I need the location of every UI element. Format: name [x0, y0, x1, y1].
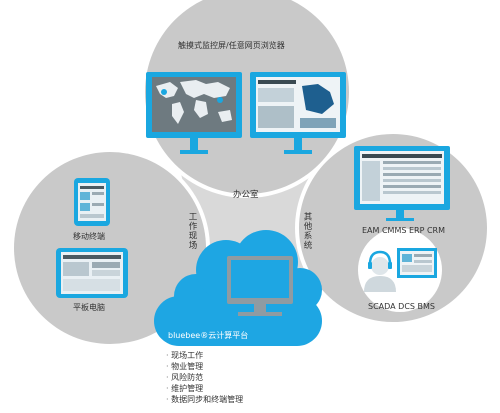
list-item: 风险防范 [166, 372, 243, 383]
phone-icon [74, 178, 110, 226]
tablet-icon [56, 248, 128, 298]
world-map-icon [156, 80, 232, 124]
monitor-icon [354, 146, 450, 221]
field-hub-label: 工作现场 [187, 212, 197, 250]
list-item: 维护管理 [166, 383, 243, 394]
monitor-icon [227, 256, 293, 316]
list-item: 数据同步和终端管理 [166, 394, 243, 405]
list-item: 现场工作 [166, 350, 243, 361]
office-hub-label: 办公室 [233, 190, 259, 200]
mobile-label: 移动终端 [73, 232, 105, 241]
tablet-label: 平板电脑 [73, 303, 105, 312]
scada-label: SCADA DCS BMS [368, 302, 436, 311]
monitor-icon [146, 72, 242, 154]
enterprise-label: EAM CMMS ERP CRM [362, 226, 446, 235]
monitor-icon [250, 72, 346, 154]
headset-icon [364, 250, 396, 292]
other-hub-label: 其他系统 [302, 212, 312, 250]
list-item: 物业管理 [166, 361, 243, 372]
platform-name: bluebee®云计算平台 [168, 331, 249, 340]
office-caption: 触摸式监控屏/任意网页浏览器 [178, 41, 285, 50]
feature-list: 现场工作 物业管理 风险防范 维护管理 数据同步和终端管理 [166, 350, 243, 405]
monitor-icon [397, 248, 437, 278]
